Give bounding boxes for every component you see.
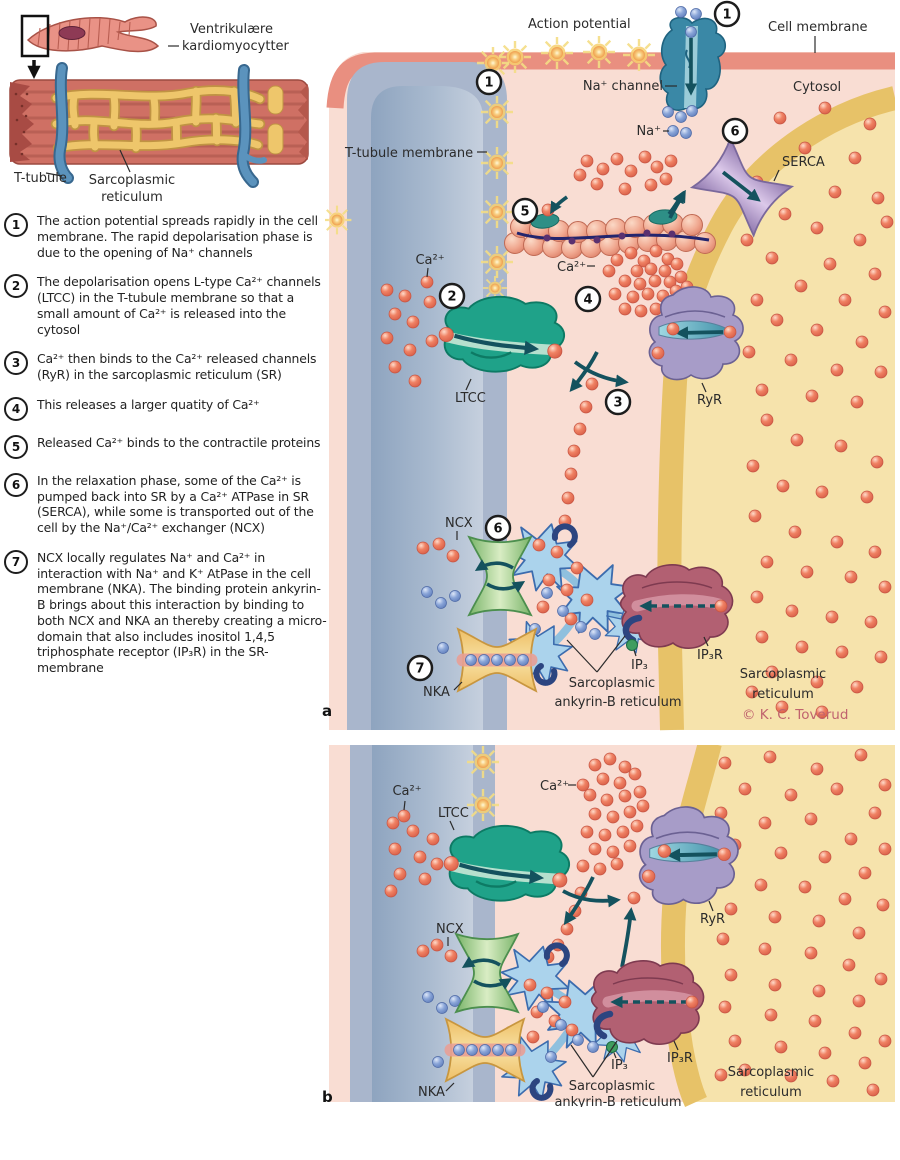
cell-membrane (326, 52, 895, 109)
legend-steps: 1 The action potential spreads rapidly in… (4, 213, 328, 676)
t-tubules (53, 62, 267, 188)
na-channel-label: Na⁺ channel (583, 79, 663, 94)
sr-label-line2: reticulum (752, 687, 814, 702)
step-2-badge: 2 (4, 274, 28, 299)
t-tubule-membrane-label: T-tubule membrane (344, 146, 473, 161)
ca-cross-arrow-to-ryr (573, 360, 629, 388)
contractile-protein-filament (504, 190, 716, 259)
step-1-text: The action potential spreads rapidly in … (37, 213, 318, 260)
ca-cross-arrow-to-ryr (562, 889, 621, 908)
step-1-badge: 1 (4, 213, 28, 237)
step-6: 6 In the relaxation phase, some of the Ca… (4, 472, 328, 536)
t-tubule-label: T-tubule (13, 171, 67, 186)
step-3-badge: 3 (4, 351, 28, 376)
step-4-text: This releases a larger quatity of Ca²⁺ (37, 396, 260, 412)
step-2: 2 The depolarisation opens L-type Ca²⁺ ch… (4, 274, 328, 337)
ca-feedback-arrow-up (620, 907, 637, 968)
svg-text:4: 4 (583, 293, 592, 308)
step-5: 5 Released Ca²⁺ binds to the contractile … (4, 434, 328, 459)
svg-text:6: 6 (493, 522, 502, 537)
fiber-cut-end (10, 82, 34, 162)
step-6-text: In the relaxation phase, some of the Ca²… (37, 472, 314, 535)
step-markers: 1 1 2 3 4 5 6 6 7 (406, 0, 749, 682)
panel-b-diagram: Ca²⁺ LTCC Ca²⁺ RyR NCX NKA IP₃ IP₃R Sarc… (329, 745, 895, 1107)
ip3r-label: IP₃R (697, 648, 723, 663)
panel-a-labels: Action potential Cell membrane Cytosol N… (344, 17, 868, 710)
svg-text:1: 1 (722, 8, 731, 23)
step-3-text: Ca²⁺ then binds to the Ca²⁺ released cha… (37, 351, 317, 382)
sarco-ankyrin-label-line1: Sarcoplasmic (569, 1079, 655, 1094)
ip3-molecule (626, 639, 638, 651)
t-tubule-leader (45, 172, 63, 177)
ryr-label: RyR (700, 912, 725, 927)
step-3: 3 Ca²⁺ then binds to the Ca²⁺ released ch… (4, 351, 328, 383)
muscle-fiber (9, 62, 309, 188)
ip3r-label: IP₃R (667, 1051, 693, 1066)
step-5-badge: 5 (4, 434, 28, 459)
step-2-text: The depolarisation opens L-type Ca²⁺ cha… (37, 274, 321, 337)
ca-label-center: Ca²⁺ (540, 779, 569, 794)
ca-to-serca-arrow (668, 189, 686, 219)
sr-label-line2: reticulum (101, 190, 163, 205)
svg-text:7: 7 (415, 662, 424, 677)
sarco-ankyrin-label-line2: ankyrin-B reticulum (554, 1095, 681, 1107)
step-1: 1 The action potential spreads rapidly in… (4, 213, 328, 260)
svg-text:2: 2 (447, 290, 456, 305)
step-7-badge: 7 (4, 549, 28, 574)
ltcc-label: LTCC (438, 806, 469, 821)
nka-label: NKA (418, 1085, 445, 1100)
ip3-label: IP₃ (611, 1058, 628, 1073)
sr-label-line1: Sarcoplasmic (89, 173, 175, 188)
ip3-label: IP₃ (631, 658, 648, 673)
sr-membrane (661, 745, 722, 1107)
cell-label-line1: Ventrikulære (190, 22, 273, 37)
cytosol-label: Cytosol (793, 80, 841, 95)
ltcc-label: LTCC (455, 391, 486, 406)
sr-leader (119, 149, 131, 173)
sr-label-line1: Sarcoplasmic (740, 667, 826, 682)
cell-membrane-label: Cell membrane (768, 20, 868, 35)
ca-label-left: Ca²⁺ (392, 784, 421, 799)
panel-b-labels: Ca²⁺ LTCC Ca²⁺ RyR NCX NKA IP₃ IP₃R Sarc… (392, 778, 814, 1107)
step-7: 7 NCX locally regulates Na⁺ and Ca²⁺ in i… (4, 549, 328, 676)
nka-label: NKA (423, 685, 450, 700)
sr-label-line1: Sarcoplasmic (728, 1065, 814, 1080)
svg-text:6: 6 (730, 125, 739, 140)
ryr-label: RyR (697, 393, 722, 408)
tropomyosin-strand (516, 231, 710, 242)
ca-cross-arrow-down (563, 876, 595, 926)
sr-label-line2: reticulum (740, 1085, 802, 1100)
step-4: 4 This releases a larger quatity of Ca²⁺ (4, 396, 328, 421)
panel-b-letter: b (322, 1088, 333, 1106)
nucleus (58, 26, 86, 40)
troponin-dots (543, 229, 676, 245)
cell-label-line2: kardiomyocytter (182, 39, 290, 54)
svg-text:3: 3 (613, 396, 622, 411)
ca-binding-arrow (550, 195, 569, 215)
ca-cross-arrow-down (569, 351, 599, 392)
na-ion-label: Na⁺ (636, 124, 661, 139)
inset-cardiomyocyte-illustration: Ventrikulære kardiomyocytter T- (9, 14, 309, 205)
step-5-text: Released Ca²⁺ binds to the contractile p… (37, 434, 321, 450)
sarco-ankyrin-label-line1: Sarcoplasmic (569, 676, 655, 691)
ca-label-lumen: Ca²⁺ (415, 253, 444, 268)
step-6-badge: 6 (4, 472, 28, 497)
step-7-text: NCX locally regulates Na⁺ and Ca²⁺ in in… (37, 549, 327, 675)
svg-text:1: 1 (484, 76, 493, 91)
panel-a-diagram: 1 1 2 3 4 5 6 6 7 Action potential Cell … (325, 0, 895, 731)
cardiomyocyte-cell (26, 16, 160, 53)
action-potential-label: Action potential (528, 17, 631, 32)
ncx-label: NCX (436, 922, 464, 937)
copyright-credit: © K. C. Toverud (742, 707, 849, 723)
ncx-label: NCX (445, 516, 473, 531)
inset-zoom-rectangle (20, 14, 50, 58)
ca-label-filament: Ca²⁺ (557, 260, 586, 275)
step-4-badge: 4 (4, 396, 28, 421)
panel-a-letter: a (322, 702, 333, 720)
t-tubule-lumen (371, 86, 483, 730)
serca-label: SERCA (782, 155, 825, 170)
sr-lumen (669, 98, 895, 730)
svg-text:5: 5 (520, 205, 529, 220)
sarco-ankyrin-label-line2: ankyrin-B reticulum (554, 695, 681, 710)
